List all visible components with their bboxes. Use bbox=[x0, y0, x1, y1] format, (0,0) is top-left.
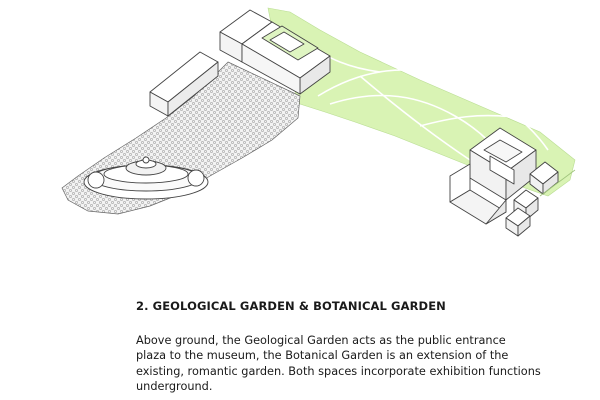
fountain-feature bbox=[83, 156, 209, 200]
caption-line: Above ground, the Geological Garden acts… bbox=[136, 334, 506, 347]
site-axonometric-diagram bbox=[61, 7, 576, 237]
museum-main-building bbox=[219, 9, 331, 95]
caption-line: underground. bbox=[136, 379, 213, 393]
pavilions bbox=[505, 161, 559, 237]
east-building bbox=[449, 127, 537, 225]
left-wing-building bbox=[149, 51, 219, 117]
caption-title: 2. GEOLOGICAL GARDEN & BOTANICAL GARDEN bbox=[136, 299, 446, 313]
site-edge-line bbox=[539, 169, 576, 197]
caption-line: plaza to the museum, the Botanical Garde… bbox=[136, 349, 509, 363]
caption-body: Above ground, the Geological Garden acts… bbox=[136, 333, 541, 394]
caption-line: existing, romantic garden. Both spaces i… bbox=[136, 364, 541, 378]
